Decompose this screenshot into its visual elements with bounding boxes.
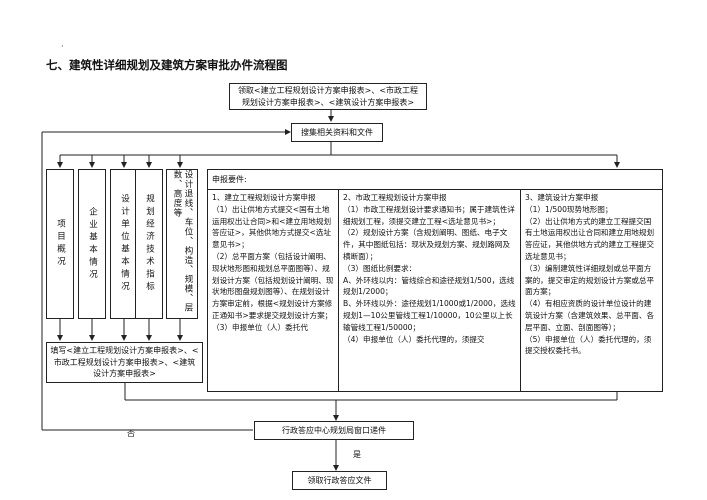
materials-line: （2）总平面方案（包括设计阐明、现状地形图和规划总平面图等）、规划设计方案（包括… [212, 251, 334, 320]
materials-line: （1）市政工程规划设计要求通知书；属于建筑性详细规划工程，须提交建立工程<选址意… [343, 204, 515, 226]
materials-line: （4）申报单位（人）委托代理的，须提交 [343, 334, 485, 344]
materials-line: A、外环线以内：管线综合和途径规划1/500，选线规划1/2000； [343, 275, 515, 297]
fill-forms-box: 填写<建立工程规划设计方案申报表>、<市政工程规划设计方案申报表>、<建筑设计方… [46, 342, 203, 383]
materials-column-2: 2、市政工程规划设计方案申报 （1）市政工程规划设计要求通知书；属于建筑性详细规… [339, 192, 520, 390]
label-no: 否 [127, 429, 135, 438]
vertical-item-label: 项目概况 [55, 219, 66, 269]
vertical-item-label: 设计退线、车位、构造、规模、层数、高度等 [172, 170, 193, 313]
vertical-box-project-overview: 项目概况 [46, 169, 74, 319]
collect-materials-box: 搜集相关资料和文件 [291, 123, 383, 142]
materials-column-1: 1、建立工程规划设计方案申报 （1）出让供地方式提交<国有土地运用权出让合同>和… [208, 192, 338, 390]
decorative-dot: · [61, 42, 64, 51]
vertical-item-label: 规划经济技术指标 [144, 194, 155, 294]
materials-line: B、外环线以外：途径规划1/1000或1/2000，选线规划1—10公里管线工程… [343, 299, 516, 332]
materials-line: （1）1/500现势地形图； [525, 204, 613, 214]
materials-line: （1）出让供地方式提交<国有土地运用权出让合同>和<建立用地规划答应证>，其他供… [212, 204, 332, 250]
materials-line: （3）图纸比例要求： [343, 263, 417, 273]
materials-header: 申报要件: [212, 175, 247, 184]
materials-table: 申报要件: 1、建立工程规划设计方案申报 （1）出让供地方式提交<国有土地运用权… [207, 169, 663, 392]
page-title: 七、建筑性详细规划及建筑方案审批办件流程图 [46, 58, 288, 72]
vertical-item-label: 设计单位基本情况 [119, 194, 130, 294]
vertical-box-design-unit-info: 设计单位基本情况 [110, 169, 138, 319]
vertical-box-technical-indicators: 规划经济技术指标 [135, 169, 163, 319]
materials-line: （2）规划设计方案（含规划阐明、图纸、电子文件，其中图纸包括：现状及规划方案、规… [343, 228, 511, 261]
materials-line: 2、市政工程规划设计方案申报 [343, 193, 447, 202]
vertical-item-label: 企业基本情况 [87, 206, 98, 282]
materials-line: （3）申报单位（人）委托代 [212, 322, 308, 332]
collect-permit-box: 领取行政答应文件 [292, 471, 387, 490]
label-yes: 是 [353, 450, 361, 459]
materials-column-3: 3、建筑设计方案申报 （1）1/500现势地形图； （2）出让供地方式的建立工程… [521, 192, 662, 390]
materials-line: 1、建立工程规划设计方案申报 [212, 193, 316, 202]
vertical-box-enterprise-info: 企业基本情况 [78, 169, 106, 319]
vertical-box-setback-parking: 设计退线、车位、构造、规模、层数、高度等 [166, 169, 198, 319]
materials-line: （2）出让供地方式的建立工程提交国有土地运用权出让合同和建立用地规划答应证，其他… [525, 216, 655, 261]
materials-line: （5）申报单位（人）委托代理的，须提交授权委托书。 [525, 334, 652, 356]
materials-line: （3）编制建筑性详细规划或总平面方案的，提交审定的规划设计方案或总平面方案； [525, 263, 655, 297]
materials-line: 3、建筑设计方案申报 [525, 193, 599, 202]
submit-window-box: 行政答应中心规划局窗口递件 [254, 421, 414, 440]
receive-forms-box: 领取<建立工程规划设计方案申报表>、<市政工程规划设计方案申报表>、<建筑设计方… [229, 83, 427, 110]
materials-line: （4）有相应资质的设计单位设计的建筑设计方案（含建筑效果、总平面、各层平面、立面… [525, 299, 655, 332]
